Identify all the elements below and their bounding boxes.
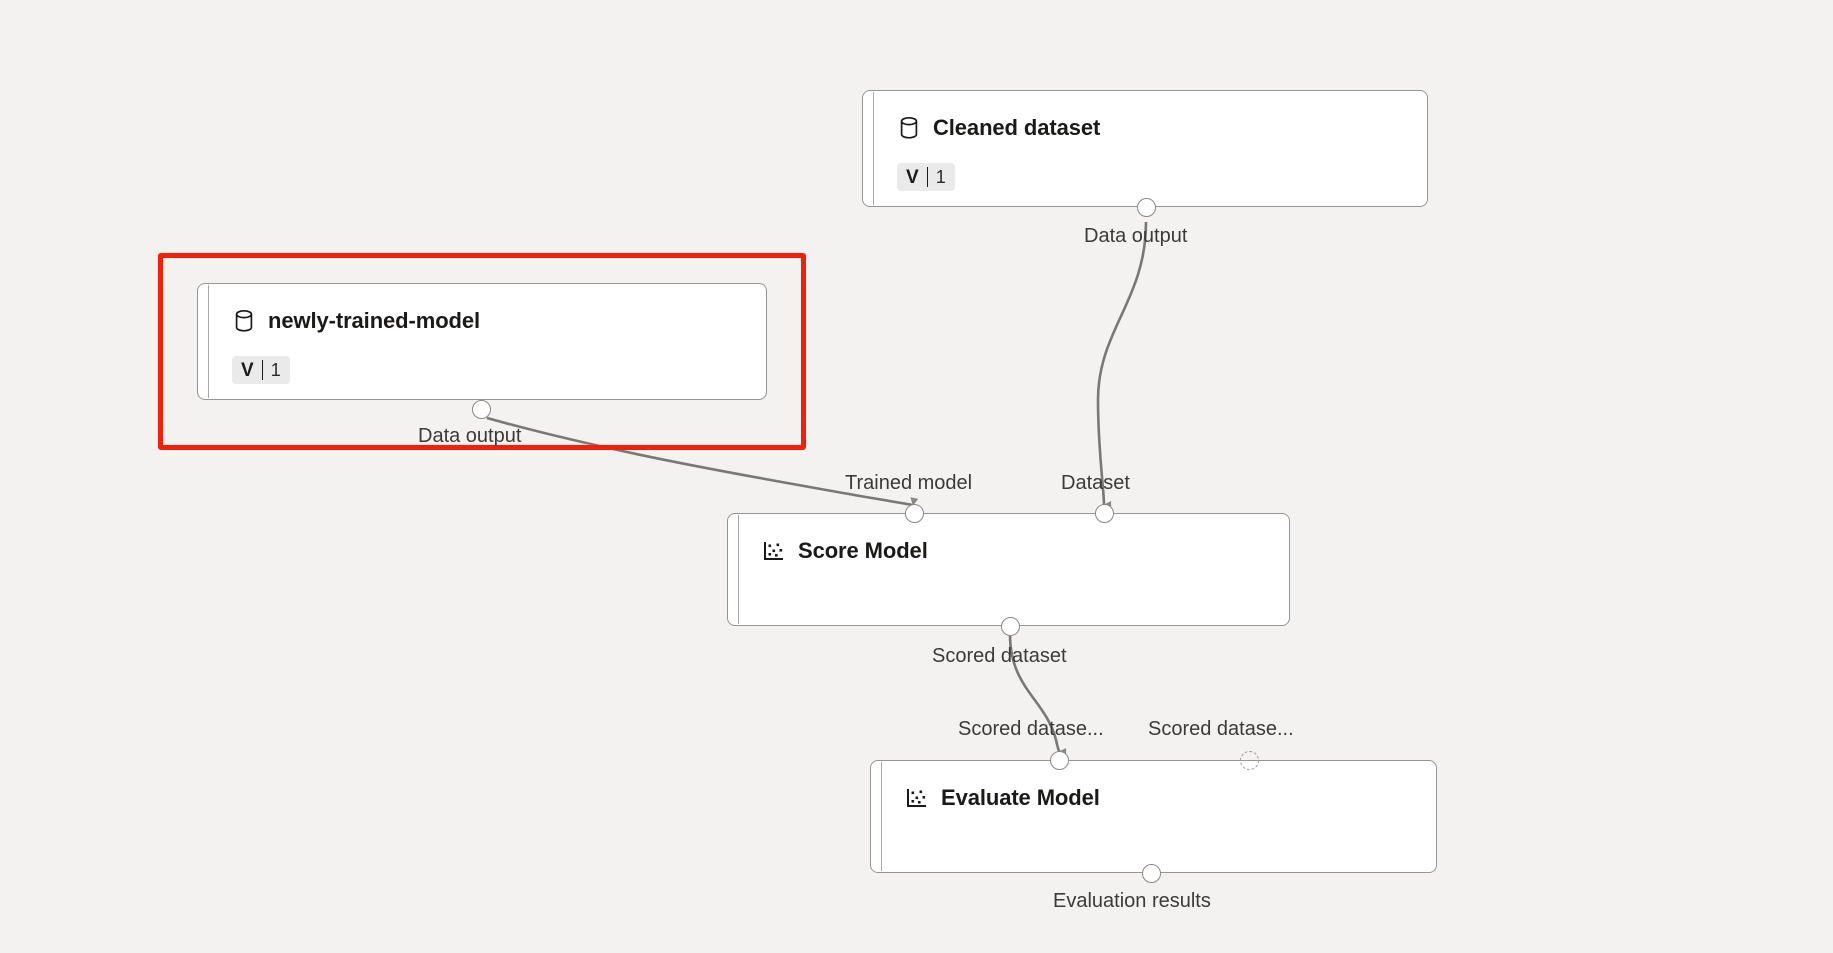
node-title: Score Model (798, 538, 928, 563)
node-newly-trained-model[interactable]: newly-trained-model V 1 (197, 283, 767, 400)
edge-cleaned-dataset-to-score-model (1096, 221, 1148, 509)
node-cleaned-dataset[interactable]: Cleaned dataset V 1 (862, 90, 1428, 207)
port-score-model-trained-model-input[interactable] (905, 504, 924, 523)
database-icon (232, 309, 256, 333)
selection-highlight-newly-trained-model (158, 253, 806, 450)
database-icon (897, 116, 921, 140)
version-badge: V 1 (232, 356, 290, 384)
port-score-model-scored-dataset-output[interactable] (1001, 617, 1020, 636)
port-label-newly-trained-model-data-output: Data output (418, 425, 522, 447)
version-number: 1 (935, 167, 946, 187)
port-evaluate-model-scored-dataset-input-1[interactable] (1050, 751, 1069, 770)
version-number: 1 (270, 360, 281, 380)
version-label: V (906, 166, 919, 188)
node-header: newly-trained-model (232, 308, 480, 334)
version-label: V (241, 359, 254, 381)
port-score-model-dataset-input[interactable] (1095, 504, 1114, 523)
scatter-plot-icon (762, 539, 786, 563)
node-title: Cleaned dataset (933, 115, 1101, 140)
node-header: Evaluate Model (905, 785, 1100, 811)
node-evaluate-model[interactable]: Evaluate Model (870, 760, 1437, 873)
port-evaluate-model-scored-dataset-input-2[interactable] (1240, 751, 1259, 770)
port-label-cleaned-dataset-data-output: Data output (1084, 225, 1188, 247)
scatter-plot-icon (905, 786, 929, 810)
port-label-score-model-scored-dataset-output: Scored dataset (932, 645, 1067, 667)
node-header: Score Model (762, 538, 928, 564)
version-badge: V 1 (897, 163, 955, 191)
port-label-score-model-dataset-input: Dataset (1061, 472, 1130, 494)
port-label-evaluate-model-scored-dataset-input-2: Scored datase... (1148, 718, 1294, 740)
port-label-evaluate-model-scored-dataset-input-1: Scored datase... (958, 718, 1104, 740)
version-divider (261, 360, 263, 380)
node-title: newly-trained-model (268, 308, 481, 333)
version-divider (926, 167, 928, 187)
port-newly-trained-model-data-output[interactable] (472, 400, 491, 419)
port-label-score-model-trained-model-input: Trained model (845, 472, 973, 494)
node-accent-bar (208, 285, 209, 398)
node-score-model[interactable]: Score Model (727, 513, 1290, 626)
node-header: Cleaned dataset (897, 115, 1100, 141)
node-accent-bar (881, 762, 882, 871)
port-cleaned-dataset-data-output[interactable] (1137, 198, 1156, 217)
node-title: Evaluate Model (941, 785, 1100, 810)
port-evaluate-model-evaluation-results-output[interactable] (1142, 864, 1161, 883)
port-label-evaluate-model-evaluation-results-output: Evaluation results (1053, 890, 1211, 912)
node-accent-bar (738, 515, 739, 624)
node-accent-bar (873, 92, 874, 205)
